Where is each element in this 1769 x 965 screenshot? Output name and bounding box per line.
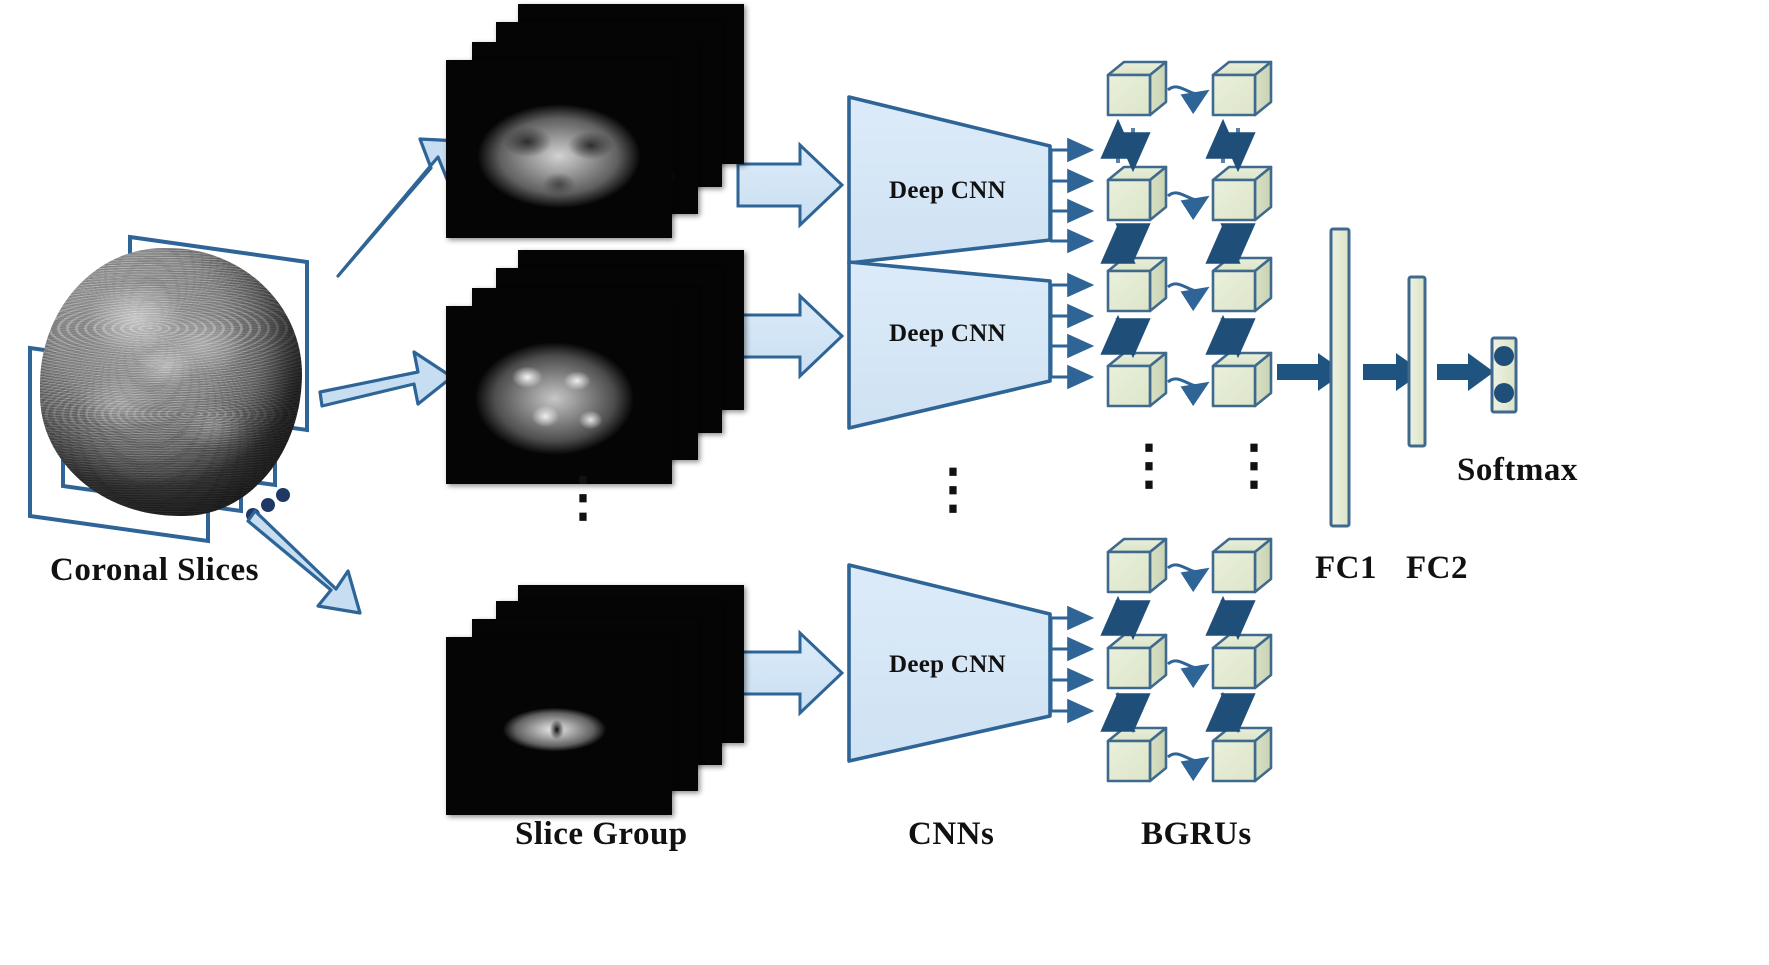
cnn-label-middle: Deep CNN [889,320,1006,347]
label-fc1: FC1 [1315,550,1377,586]
bgru-vertical-bidirectional-arrows [1100,118,1256,734]
fc1-bar [1329,227,1351,528]
bgru-cube-c1-r7 [1106,726,1168,783]
bgru-cube-c1-r6 [1106,633,1168,690]
cnn-label-bottom: Deep CNN [889,651,1006,678]
bgru-cube-c2-r2 [1211,165,1273,222]
arrow-to-slice-group-middle [318,350,454,408]
arrow-bgru-to-fc1 [1277,353,1345,391]
slice-group-middle [444,250,744,500]
bgru-cube-c2-r5 [1211,537,1273,594]
softmax-output-nodes [1494,346,1514,403]
brain-3d-render [40,248,302,516]
head-thick-arrows [1277,353,1494,391]
label-softmax: Softmax [1457,452,1578,488]
bgru-horizontal-recurrent-arrows [1166,85,1210,782]
bgru-cube-c2-r4 [1211,351,1273,408]
arrow-to-slice-group-bottom [246,509,362,615]
bgru-cube-c2-r7 [1211,726,1273,783]
cnn-trapezoid-bottom [847,563,1052,763]
bgru-col2-ellipsis: ⋮ [1227,435,1282,495]
bgru-cube-c1-r4 [1106,351,1168,408]
slice-group-ellipsis: ⋮ [556,467,611,527]
label-bgrus: BGRUs [1141,816,1252,852]
bgru-cube-grid [1106,60,1273,783]
arrow-to-slice-group-top [336,137,461,278]
block-arrow-bottom [736,629,845,717]
label-coronal-slices: Coronal Slices [50,552,259,588]
bgru-cube-c1-r1 [1106,60,1168,117]
fully-connected-layers [1329,227,1518,528]
cnn-ellipsis: ⋮ [926,459,981,519]
bgru-cube-c2-r1 [1211,60,1273,117]
bgru-col1-ellipsis: ⋮ [1122,435,1177,495]
label-fc2: FC2 [1406,550,1468,586]
slice-item [446,60,672,238]
bgru-cube-c1-r5 [1106,537,1168,594]
block-arrow-middle [736,292,845,380]
fc2-bar [1407,275,1427,448]
arrow-fc2-to-softmax [1437,353,1494,391]
slice-group-top [444,4,744,254]
slice-item [446,306,672,484]
label-slice-group: Slice Group [515,816,688,852]
softmax-node-2 [1494,383,1514,403]
brain-gyri-texture [40,248,302,516]
cnn-to-bgru-arrows [1050,137,1095,724]
bgru-cube-c2-r3 [1211,256,1273,313]
bgru-cube-c2-r6 [1211,633,1273,690]
slice-group-bottom [444,585,744,825]
bgru-cube-c1-r2 [1106,165,1168,222]
cnn-label-top: Deep CNN [889,177,1006,204]
bgru-cube-c1-r3 [1106,256,1168,313]
label-cnns: CNNs [908,816,995,852]
slice-to-cnn-block-arrows [736,141,845,717]
softmax-node-1 [1494,346,1514,366]
slice-item [446,637,672,815]
deep-cnn-shapes [847,95,1052,763]
cnn-trapezoid-middle [847,260,1052,430]
block-arrow-top [736,141,845,229]
